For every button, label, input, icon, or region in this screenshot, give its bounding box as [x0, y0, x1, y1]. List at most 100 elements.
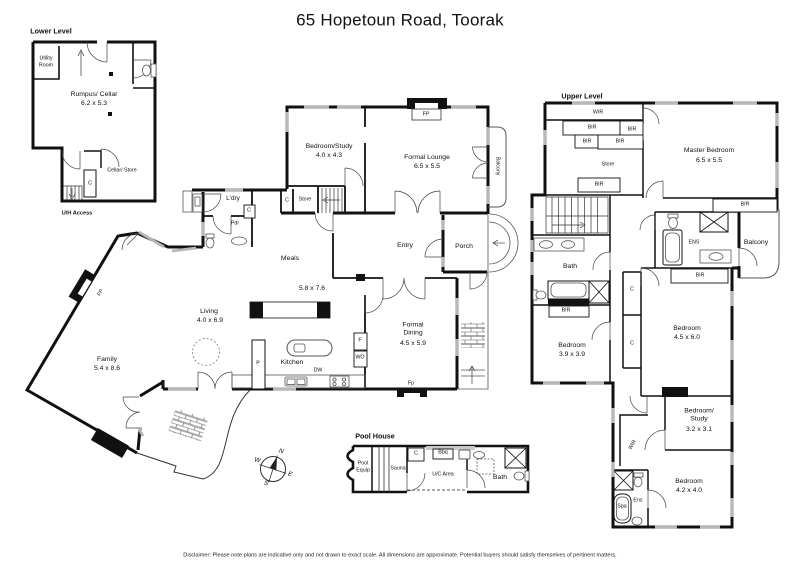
hearth — [411, 108, 442, 121]
room-label-meals: Meals — [280, 254, 300, 262]
family-fireplace — [68, 269, 96, 303]
room-label-living: Living — [200, 307, 218, 315]
room-label-uc-area: U/C Area — [432, 471, 454, 478]
terrace-outline — [457, 215, 489, 390]
room-label-bedroom-2: Bedroom — [673, 324, 701, 332]
room-label-pool-equip: Pool Equip — [356, 460, 370, 473]
dims-master-bedroom: 6.5 x 5.5 — [695, 156, 723, 164]
solid-blocks — [548, 299, 688, 397]
upper-level-plan — [530, 101, 780, 529]
room-label-balcony-u: Balcony — [743, 238, 769, 246]
dims-formal-lounge: 6.5 x 5.5 — [413, 162, 441, 170]
label-cupboard-lower: C — [88, 180, 92, 187]
stair-arrow — [77, 49, 85, 76]
kitchen-fixtures — [231, 339, 366, 389]
bathroom-fixtures — [532, 237, 610, 304]
room-label-family: Family — [96, 355, 118, 363]
dims-bedroom-study-g: 4.0 x 4.3 — [315, 151, 343, 159]
label-dishwasher: DW — [313, 367, 323, 374]
label-bir-7: BIR — [561, 307, 571, 314]
lower-level-plan — [31, 40, 157, 203]
room-label-powder: Pdr — [230, 220, 240, 227]
door-arcs — [591, 107, 758, 509]
cupboard-box — [407, 447, 425, 462]
bbq-box — [432, 448, 454, 460]
label-uh-access: U/H Access — [61, 210, 93, 217]
room-label-balcony-g: Balcony — [494, 156, 501, 176]
label-wir-1: WIR — [592, 109, 604, 116]
cupboard-box — [83, 169, 97, 198]
dims-meals-living: 5.8 x 7.6 — [298, 284, 326, 292]
room-label-store-g: Store — [298, 196, 312, 203]
room-label-ens-master: ENS — [688, 239, 700, 246]
sauna-wall-lines — [378, 446, 390, 492]
label-spa: Spa — [617, 503, 627, 510]
dims-rumpus-cellar: 6.2 x 5.3 — [80, 99, 108, 107]
walls-exterior — [31, 40, 157, 203]
walls-interior — [33, 42, 155, 168]
room-label-rumpus-cellar: Rumpus/ Cellar — [70, 90, 118, 98]
living-fixtures — [192, 301, 331, 366]
door-arcs — [406, 469, 486, 492]
label-cupboard-hall: C — [285, 197, 289, 204]
room-label-bedroom-1: Bedroom — [558, 341, 586, 349]
room-label-bath-pool: Bath — [493, 473, 507, 481]
label-bbq: Bbq — [438, 449, 448, 456]
garden-wall-curve — [136, 389, 251, 480]
label-cupboard-pool: C — [414, 450, 418, 457]
label-fridge: F — [358, 337, 362, 344]
room-label-bedroom-3: Bedroom — [675, 477, 703, 485]
label-bir-5: BIR — [594, 181, 604, 188]
bench-top — [426, 446, 475, 450]
label-bir-4: BIR — [615, 138, 625, 145]
sink-box — [458, 449, 471, 460]
room-label-entry: Entry — [397, 241, 413, 249]
label-closet-1: C — [630, 286, 634, 293]
section-label-lower-level: Lower Level — [30, 26, 72, 36]
door-arcs — [121, 146, 489, 429]
family-wall-pier — [90, 427, 130, 459]
disclaimer-text: Disclaimer: Please note plans are indica… — [183, 552, 617, 559]
label-cupboard-laundry: C — [247, 207, 251, 214]
ensuite2-fixtures — [613, 470, 644, 526]
bath-fixtures — [473, 447, 530, 482]
bricks-family-terrace — [168, 408, 209, 442]
robe-boxes — [548, 120, 778, 318]
windows — [137, 105, 490, 437]
stairs — [63, 185, 83, 201]
label-pantry: P — [256, 360, 260, 367]
windows — [530, 101, 779, 529]
toilet-fixture — [142, 63, 157, 78]
label-bir-2: BIR — [627, 126, 637, 133]
room-label-sauna: Sauna — [390, 465, 406, 472]
label-fireplace-dining: Fp — [407, 380, 415, 387]
room-label-formal-dining: Formal Dining — [402, 321, 424, 337]
room-label-kitchen: Kitchen — [280, 358, 304, 366]
label-bir-1: BIR — [587, 124, 597, 131]
room-label-ens-2: Ens — [633, 497, 643, 504]
room-label-porch: Porch — [455, 242, 473, 250]
room-label-cellar-store: Cellar/ Store — [107, 167, 137, 174]
dims-formal-dining: 4.5 x 5.9 — [399, 339, 427, 347]
label-fireplace-lounge: FP — [422, 111, 430, 118]
joinery-boxes — [243, 204, 368, 390]
stairs — [545, 196, 609, 234]
label-wall-oven: WO — [355, 354, 365, 361]
label-bir-3: BIR — [582, 138, 592, 145]
label-bir-6: BIR — [740, 201, 750, 208]
pool-house-plan — [346, 444, 530, 494]
powder-fixtures — [182, 190, 247, 249]
dims-bedroom-study-u: 3.2 x 3.1 — [685, 425, 713, 433]
fp-dining-notch — [404, 393, 420, 397]
room-label-bath-u: Bath — [563, 262, 577, 270]
room-label-laundry: L'dry — [226, 195, 240, 202]
room-label-store-u: Store — [601, 161, 615, 168]
dims-living: 4.0 x 6.9 — [196, 316, 224, 324]
dims-bedroom-3: 4.2 x 4.0 — [675, 486, 703, 494]
ground-level-plan — [24, 98, 519, 480]
room-label-formal-lounge: Formal Lounge — [404, 153, 450, 161]
section-label-pool-house: Pool House — [355, 431, 395, 441]
walls-exterior — [530, 101, 779, 529]
